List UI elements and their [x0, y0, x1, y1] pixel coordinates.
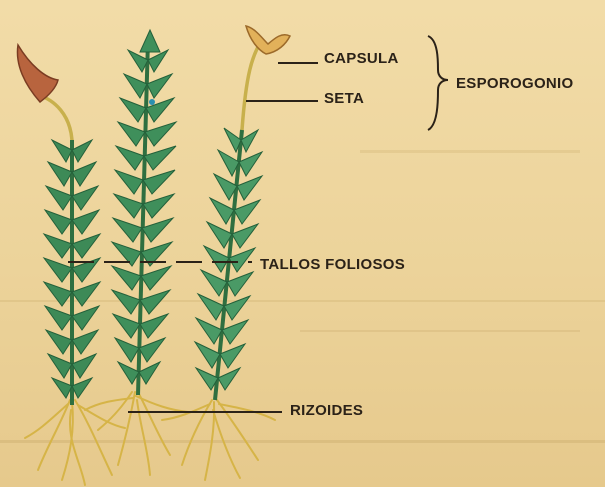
label-rizoides: RIZOIDES — [290, 402, 363, 419]
label-esporogonio: ESPOROGONIO — [456, 75, 574, 92]
label-tallos-foliosos: TALLOS FOLIOSOS — [260, 256, 405, 273]
leafy-stem-3 — [195, 128, 262, 400]
label-capsula: CAPSULA — [324, 50, 399, 67]
esporogonio-brace — [428, 36, 448, 130]
label-seta: SETA — [324, 90, 364, 107]
leafy-stem-2 — [112, 30, 176, 395]
rhizoids — [25, 392, 275, 485]
highlight-dot — [149, 99, 155, 105]
leafy-stem-1 — [44, 140, 100, 405]
